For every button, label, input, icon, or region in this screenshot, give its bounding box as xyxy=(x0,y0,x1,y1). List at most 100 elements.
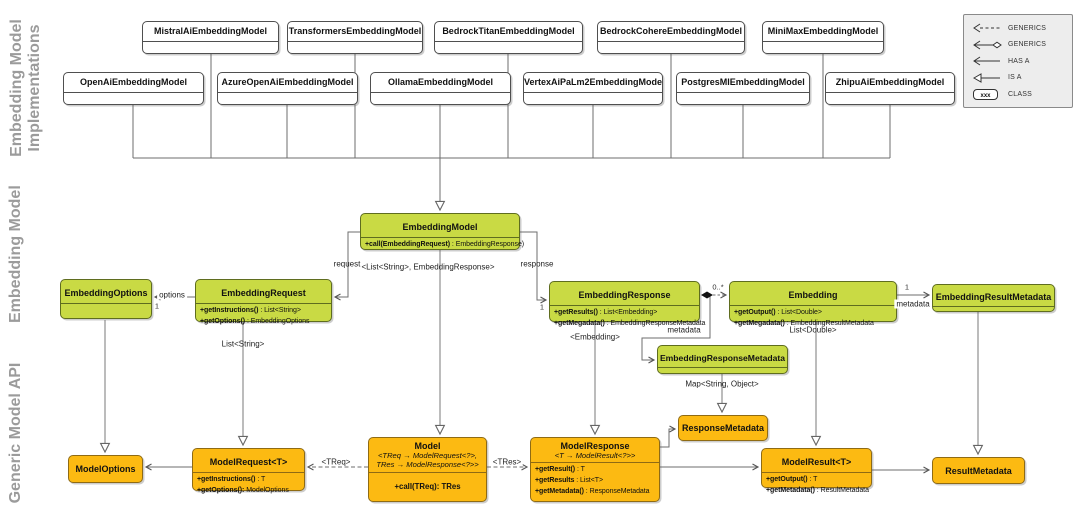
class-title-bar: EmbeddingResponseMetadata xyxy=(658,346,787,368)
class-title: EmbeddingRequest xyxy=(221,288,306,298)
class-title-bar: Embedding xyxy=(730,282,896,306)
class-title: ZhipuAiEmbeddingModel xyxy=(826,73,954,93)
label-embedding-generic: <Embedding> xyxy=(570,332,620,342)
class-body-empty xyxy=(524,93,662,104)
class-title: EmbeddingResponseMetadata xyxy=(659,353,786,363)
legend-item-label: HAS A xyxy=(1008,57,1030,65)
method: +getInstructions() : List<String> xyxy=(200,307,301,314)
class-openai-embedding-model: OpenAiEmbeddingModel xyxy=(63,72,204,105)
label-tres: <TRes> xyxy=(490,457,524,467)
method: +getInstructions() : T xyxy=(197,476,266,483)
label-multiplicity-one: 1 xyxy=(539,302,545,312)
class-model: Model <TReq → ModelRequest<?>, TRes → Mo… xyxy=(368,437,487,502)
diamond-arrow-icon xyxy=(973,40,1002,49)
legend-item-class: xxx CLASS xyxy=(972,87,1064,102)
class-body-empty xyxy=(598,42,744,53)
label-response: response xyxy=(520,259,554,269)
label-options: options xyxy=(157,290,187,300)
class-methods: +getResults() : List<Embedding> +getMega… xyxy=(550,306,706,332)
generics-connectors xyxy=(306,291,728,471)
class-methods: +getOutput() : T +getMetadata() : Result… xyxy=(762,473,871,499)
label-treq: <TReq> xyxy=(319,457,353,467)
class-body-empty xyxy=(64,93,203,104)
class-title: MiniMaxEmbeddingModel xyxy=(763,22,883,42)
class-bedrock-titan-embedding-model: BedrockTitanEmbeddingModel xyxy=(434,21,583,54)
class-embedding-model: EmbeddingModel +call(EmbeddingRequest) :… xyxy=(360,213,524,253)
class-body-empty xyxy=(218,93,357,104)
method: +getMetadata() : ResponseMetadata xyxy=(535,488,650,496)
class-body-empty xyxy=(826,93,954,104)
section-label-embedding-model: Embedding Model xyxy=(7,185,24,323)
method: +getResults() : List<Embedding> xyxy=(554,309,658,316)
class-model-response: ModelResponse <T → ModelResult<?>> +getR… xyxy=(530,437,660,502)
method: +getOptions(): ModelOptions xyxy=(197,486,289,494)
class-vertex-ai-palm2-embedding-model: VertexAiPaLm2EmbeddingModel xyxy=(523,72,663,105)
class-title-bar: EmbeddingRequest xyxy=(196,280,331,304)
class-title-bar: EmbeddingResultMetadata xyxy=(933,285,1054,307)
class-box-symbol: xxx xyxy=(980,93,991,99)
class-body-empty xyxy=(288,42,422,53)
class-embedding-response-metadata: EmbeddingResponseMetadata xyxy=(657,345,788,374)
class-title: EmbeddingModel xyxy=(402,222,478,232)
section-label-implementations: Embedding Model Implementations xyxy=(8,19,43,157)
legend-item-label: GENERICS xyxy=(1008,24,1047,32)
class-body-empty xyxy=(677,93,809,104)
class-body-empty xyxy=(933,307,1054,311)
label-map-string-object: Map<String, Object> xyxy=(685,379,759,389)
legend-item-generics-diamond: GENERICS xyxy=(972,37,1064,52)
dashed-arrow-icon xyxy=(973,23,1000,33)
method: +getOutput() : List<Double> xyxy=(734,309,822,316)
plain-arrow-icon xyxy=(973,56,1000,66)
class-title: TransformersEmbeddingModel xyxy=(288,22,422,42)
method: +getOptions() : EmbeddingOptions xyxy=(200,317,310,325)
class-title: ResponseMetadata xyxy=(681,423,765,433)
method: +getMetadata() : ResultMetadata xyxy=(766,486,869,494)
class-embedding-response: EmbeddingResponse +getResults() : List<E… xyxy=(549,281,705,327)
inheritance-bus xyxy=(132,54,891,159)
class-response-metadata: ResponseMetadata xyxy=(678,415,768,441)
class-title: Embedding xyxy=(788,290,838,300)
class-postgresml-embedding-model: PostgresMlEmbeddingModel xyxy=(676,72,810,105)
section-label-generic-model-api: Generic Model API xyxy=(7,362,24,504)
class-embedding-request: EmbeddingRequest +getInstructions() : Li… xyxy=(195,279,332,325)
label-multiplicity-one: 1 xyxy=(154,301,160,311)
label-multiplicity-one: 1 xyxy=(904,282,910,292)
label-request: request xyxy=(333,259,361,269)
class-model-result: ModelResult<T> +getOutput() : T +getMeta… xyxy=(761,448,872,494)
legend-item-label: IS A xyxy=(1008,74,1022,81)
class-zhipu-ai-embedding-model: ZhipuAiEmbeddingModel xyxy=(825,72,955,105)
class-title: ModelResponse xyxy=(560,441,630,451)
class-title: EmbeddingOptions xyxy=(64,288,148,298)
method: +getResult() : T xyxy=(535,466,585,474)
class-title-bar: ModelResult<T> xyxy=(762,449,871,473)
triangle-arrow-icon xyxy=(972,72,1000,83)
class-embedding: Embedding +getOutput() : List<Double> +g… xyxy=(729,281,897,327)
legend-item-label: GENERICS xyxy=(1008,41,1047,48)
class-title: ResultMetadata xyxy=(945,465,1012,476)
class-title-bar: EmbeddingResponse xyxy=(550,282,699,306)
class-transformers-embedding-model: TransformersEmbeddingModel xyxy=(287,21,423,54)
class-title-bar: ModelResponse <T → ModelResult<?>> xyxy=(531,438,659,464)
label-generic-pair: <List<String>, EmbeddingResponse> xyxy=(361,262,495,272)
class-title: BedrockCohereEmbeddingModel xyxy=(598,22,744,42)
class-title-bar: EmbeddingOptions xyxy=(61,280,151,304)
composition-diamond xyxy=(701,291,713,299)
method: +call(TReq): TRes xyxy=(394,482,461,492)
class-ollama-embedding-model: OllamaEmbeddingModel xyxy=(370,72,511,105)
class-title: MistralAiEmbeddingModel xyxy=(143,22,278,42)
class-title-bar: Model <TReq → ModelRequest<?>, TRes → Mo… xyxy=(369,438,486,473)
class-generics: <TReq → ModelRequest<?>, TRes → ModelRes… xyxy=(376,451,479,470)
label-list-double: List<Double> xyxy=(789,325,837,335)
class-title: PostgresMlEmbeddingModel xyxy=(677,73,809,93)
method: +getResults : List<T> xyxy=(535,477,604,485)
class-title: ModelRequest<T> xyxy=(209,457,288,467)
class-title: VertexAiPaLm2EmbeddingModel xyxy=(524,73,662,93)
legend-item-is-a: IS A xyxy=(972,70,1064,85)
class-methods: +call(EmbeddingRequest) : EmbeddingRespo… xyxy=(361,238,524,253)
class-methods: +getInstructions() : T +getOptions(): Mo… xyxy=(193,473,304,499)
class-title: Model xyxy=(414,441,441,451)
legend-item-has-a: HAS A xyxy=(972,54,1064,69)
class-title: OpenAiEmbeddingModel xyxy=(64,73,203,93)
method: +getMegadata() : EmbeddingResponseMetada… xyxy=(554,319,706,327)
